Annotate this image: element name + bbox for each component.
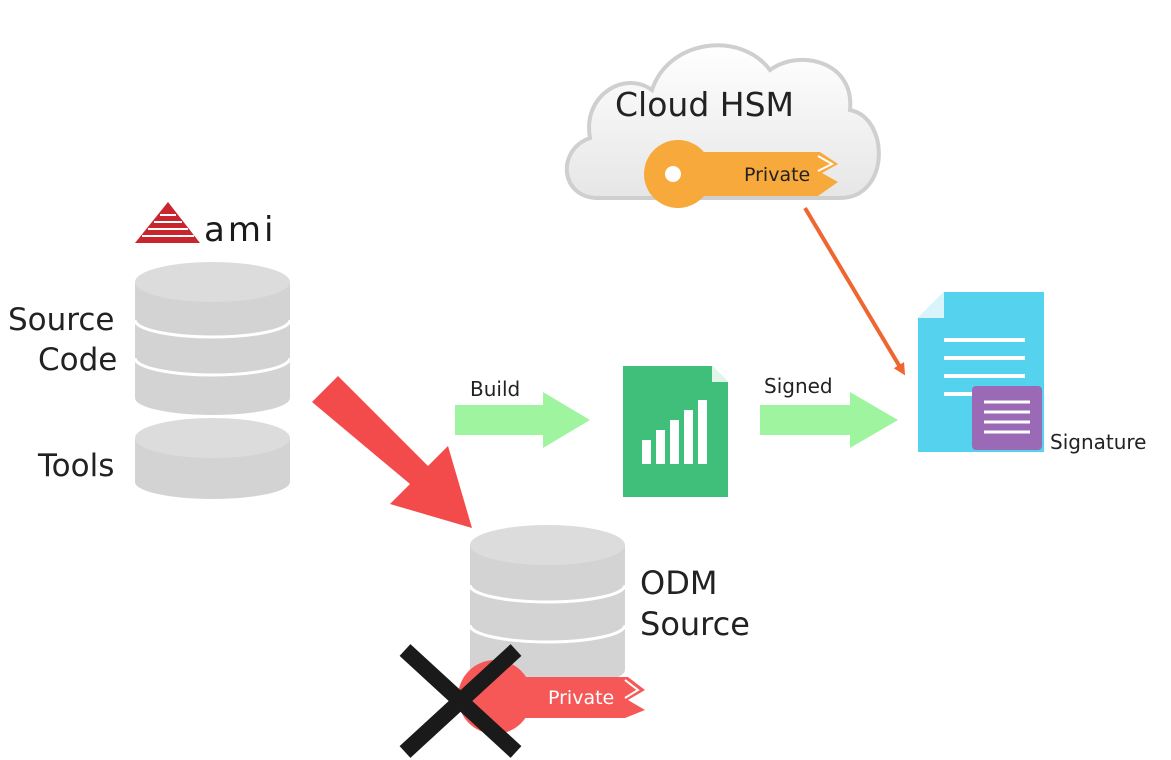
cloud-private-key-icon xyxy=(644,140,838,208)
ami-logo-text: ami xyxy=(204,210,277,250)
build-label: Build xyxy=(470,377,521,401)
source-code-label-line1: Source xyxy=(8,302,115,338)
build-arrow xyxy=(455,392,590,448)
source-code-label-line2: Code xyxy=(38,342,118,378)
cloud-key-private-label: Private xyxy=(744,164,811,186)
build-file-icon xyxy=(623,366,728,497)
signed-arrow xyxy=(760,392,898,448)
cloud-hsm-label: Cloud HSM xyxy=(615,85,794,124)
signed-label: Signed xyxy=(764,374,833,398)
odm-key-private-label: Private xyxy=(548,687,615,709)
tools-label: Tools xyxy=(38,448,115,484)
odm-label-line2: Source xyxy=(640,605,750,643)
odm-label-line1: ODM xyxy=(640,564,718,602)
ami-logo-icon xyxy=(135,202,200,243)
blocked-x-icon xyxy=(399,644,522,758)
source-code-database-icon xyxy=(133,262,292,415)
hsm-signing-arrow xyxy=(803,206,906,376)
signature-icon xyxy=(972,386,1042,450)
leak-arrow xyxy=(312,376,472,528)
tools-database-icon xyxy=(135,418,290,499)
signature-label: Signature xyxy=(1050,430,1147,454)
